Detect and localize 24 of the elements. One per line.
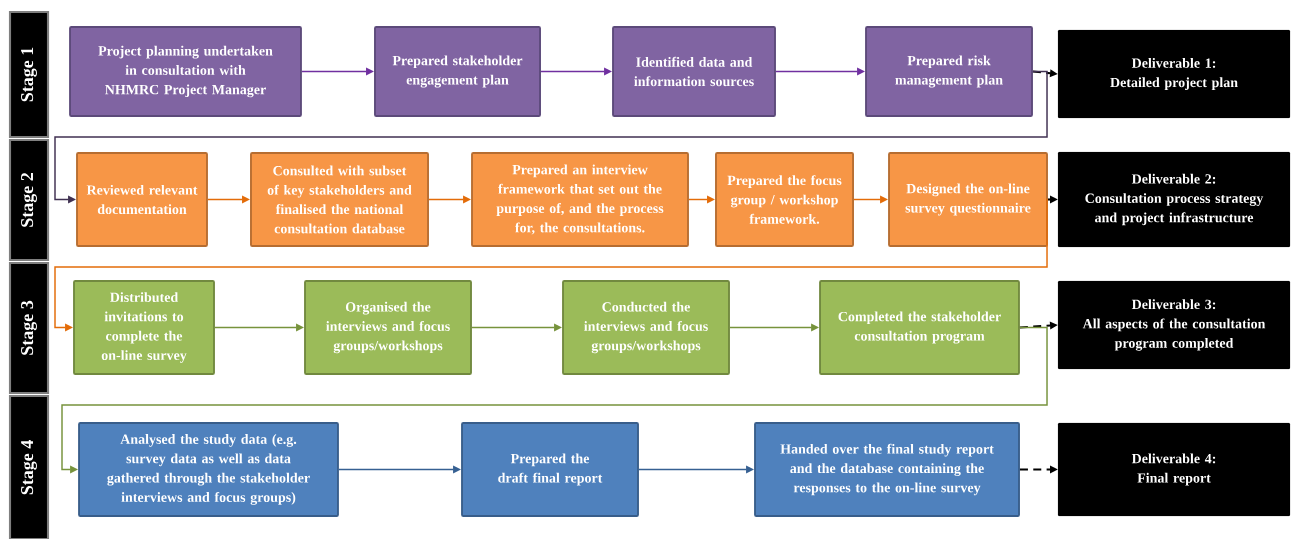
process-box: Distributed invitations to complete the on-line survey <box>73 280 215 375</box>
process-box: Organised the interviews and focus groups/workshops <box>304 280 472 375</box>
process-box: Handed over the final study report and the database containing the responses to the on-line survey <box>754 422 1020 517</box>
process-box: Designed the on-line survey questionnaire <box>888 152 1048 247</box>
deliverable-box: Deliverable 2: Consultation process strategy and project infrastructure <box>1057 151 1291 248</box>
stage-band: Stage 4 <box>8 394 50 539</box>
process-box: Prepared stakeholder engagement plan <box>374 26 541 117</box>
stage-band: Stage 1 <box>8 10 50 139</box>
process-box: Analysed the study data (e.g. survey data as well as data gathered through the stakeholder interviews and focus groups) <box>78 422 339 517</box>
process-box: Prepared risk management plan <box>865 26 1033 117</box>
deliverable-box: Deliverable 3: All aspects of the consultation program completed <box>1057 280 1291 370</box>
process-box: Reviewed relevant documentation <box>76 152 208 247</box>
process-box: Completed the stakeholder consultation program <box>819 280 1020 375</box>
process-box: Prepared the focus group / workshop framework. <box>715 152 854 247</box>
deliverable-box: Deliverable 1: Detailed project plan <box>1057 29 1291 119</box>
process-box: Consulted with subset of key stakeholders and finalised the national consultation database <box>250 152 429 247</box>
process-box: Prepared the draft final report <box>461 422 639 517</box>
stage-band: Stage 2 <box>8 138 50 262</box>
process-box: Project planning undertaken in consultation with NHMRC Project Manager <box>69 26 302 117</box>
process-box: Identified data and information sources <box>612 26 776 117</box>
process-box: Conducted the interviews and focus groups/workshops <box>562 280 730 375</box>
stage-band: Stage 3 <box>8 261 50 395</box>
deliverable-box: Deliverable 4: Final report <box>1057 422 1291 517</box>
process-box: Prepared an interview framework that set out the purpose of, and the process for, the consultations. <box>471 152 689 247</box>
